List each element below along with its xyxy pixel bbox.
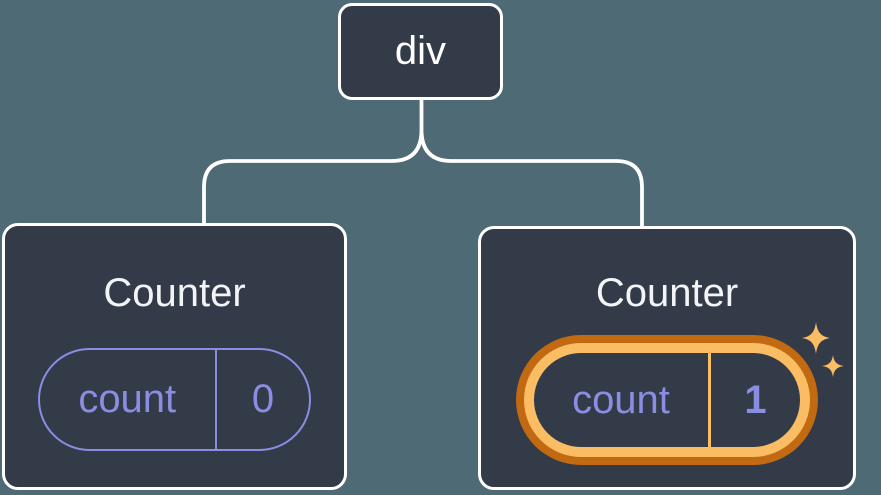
pill-divider — [214, 350, 217, 449]
counter-card-left: Counter count 0 — [2, 223, 347, 490]
state-key-label: count — [572, 377, 670, 422]
sparkles-icon — [802, 322, 844, 377]
tree-node-div: div — [338, 3, 503, 100]
counter-title: Counter — [595, 271, 739, 315]
state-value-label: 1 — [744, 377, 767, 422]
tree-node-div-label: div — [394, 29, 447, 73]
counter-card-right: Counter count 1 — [478, 226, 856, 490]
state-key-label: count — [78, 377, 177, 421]
pill-divider — [708, 353, 711, 447]
state-pill-count-1: count 1 — [534, 353, 800, 447]
counter-title: Counter — [103, 271, 246, 315]
state-value-label: 0 — [251, 377, 275, 421]
state-pill-count-0: count 0 — [38, 348, 311, 451]
state-pill-count-1-highlight-ring: count 1 — [516, 335, 818, 465]
